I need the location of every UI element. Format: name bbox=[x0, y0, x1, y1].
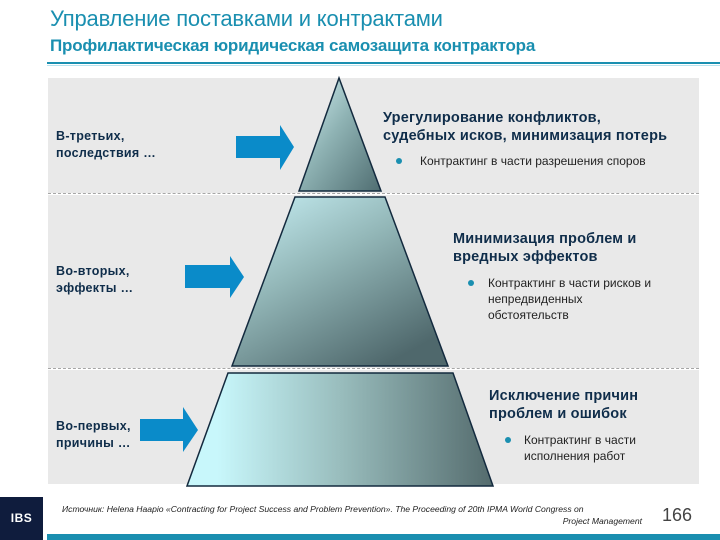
level-label-causes: Во-первых, причины … bbox=[56, 418, 131, 452]
dashed-separator bbox=[48, 368, 699, 369]
pyramid-middle bbox=[230, 196, 450, 367]
title-line: судебных исков, минимизация потерь bbox=[383, 128, 668, 144]
title-line: Минимизация проблем и bbox=[453, 231, 637, 247]
separator-bg bbox=[48, 193, 699, 195]
level-label-consequences: В-третьих, последствия … bbox=[56, 128, 156, 162]
bullet-item: Контрактинг в части исполнения работ bbox=[505, 432, 636, 464]
title-line: вредных эффектов bbox=[453, 249, 598, 265]
label-line: Во-первых, bbox=[56, 419, 131, 433]
pyramid-bottom bbox=[185, 372, 495, 487]
header-divider bbox=[47, 62, 720, 64]
dashed-separator bbox=[48, 193, 699, 194]
pyramid-top bbox=[297, 75, 383, 192]
level-label-effects: Во-вторых, эффекты … bbox=[56, 263, 133, 297]
arrow-right-icon bbox=[140, 407, 198, 452]
page-title: Управление поставками и контрактами bbox=[50, 6, 443, 31]
level-title-minimization: Минимизация проблем и вредных эффектов bbox=[453, 230, 637, 266]
title-line: Урегулирование конфликтов, bbox=[383, 110, 601, 126]
separator-bg bbox=[48, 368, 699, 370]
title-line: Исключение причин bbox=[489, 388, 639, 404]
source-citation: Источник: Helena Haapio «Contracting for… bbox=[62, 503, 642, 527]
level-title-exclusion: Исключение причин проблем и ошибок bbox=[489, 387, 638, 423]
bullet-item: Контрактинг в части рисков и непредвиден… bbox=[468, 275, 651, 323]
arrow-right-icon bbox=[185, 256, 244, 298]
footer-bar bbox=[47, 534, 720, 540]
ibs-logo: IBS bbox=[0, 497, 43, 540]
source-line: Источник: Helena Haapio «Contracting for… bbox=[62, 504, 584, 514]
bullet-dot-icon bbox=[396, 158, 402, 164]
label-line: причины … bbox=[56, 436, 131, 450]
label-line: эффекты … bbox=[56, 281, 134, 295]
header-divider-light bbox=[47, 65, 720, 66]
label-line: Во-вторых, bbox=[56, 264, 130, 278]
bullet-dot-icon bbox=[468, 280, 474, 286]
level-title-conflict-resolution: Урегулирование конфликтов, судебных иско… bbox=[383, 109, 667, 145]
source-line: Project Management bbox=[562, 516, 642, 526]
label-line: последствия … bbox=[56, 146, 157, 160]
label-line: В-третьих, bbox=[56, 129, 125, 143]
title-line: проблем и ошибок bbox=[489, 406, 627, 422]
arrow-right-icon bbox=[236, 125, 294, 170]
page-number: 166 bbox=[662, 505, 693, 525]
bullet-item: Контрактинг в части разрешения споров bbox=[396, 153, 646, 169]
page-subtitle: Профилактическая юридическая самозащита … bbox=[50, 36, 536, 55]
bullet-dot-icon bbox=[505, 437, 511, 443]
